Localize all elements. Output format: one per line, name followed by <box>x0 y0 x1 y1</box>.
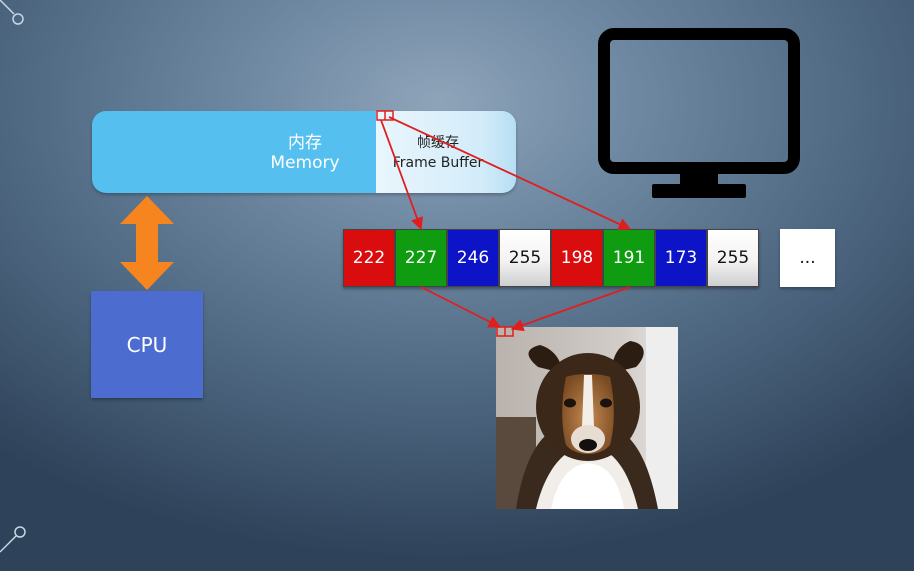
pixel-byte-green: 191 <box>603 229 655 287</box>
pixel-byte-red: 198 <box>551 229 603 287</box>
image-pixel-marker <box>496 326 514 337</box>
memory-block: 内存 Memory 帧缓存 Frame Buffer <box>92 111 516 193</box>
pixel-byte-alpha: 255 <box>707 229 759 287</box>
pixel-byte-blue: 173 <box>655 229 707 287</box>
dog-photo <box>496 327 678 509</box>
pixel-byte-blue: 246 <box>447 229 499 287</box>
frame-buffer-label-cn: 帧缓存 <box>417 135 459 151</box>
corner-ornament-top <box>0 0 24 25</box>
ellipsis-cell: ... <box>780 229 835 287</box>
pixel-byte-red: 222 <box>343 229 395 287</box>
monitor-icon <box>598 28 800 198</box>
memory-label-cn: 内存 <box>288 133 322 153</box>
arrow-second-pixel-to-image <box>510 286 631 332</box>
memory-label-en: Memory <box>270 153 340 173</box>
corner-ornament-bottom <box>0 526 26 553</box>
ellipsis-label: ... <box>799 248 816 268</box>
frame-buffer-block: 帧缓存 Frame Buffer <box>376 111 516 193</box>
frame-buffer-label-en: Frame Buffer <box>392 155 484 171</box>
memory-label: 内存 Memory <box>240 133 370 173</box>
arrow-first-pixel-to-image <box>420 286 502 328</box>
cpu-block: CPU <box>91 291 203 398</box>
memory-cpu-bus-arrow <box>120 196 174 290</box>
frame-buffer-marker <box>376 110 394 121</box>
pixel-byte-alpha: 255 <box>499 229 551 287</box>
cpu-label: CPU <box>126 332 168 357</box>
arrow-to-second-pixel <box>388 116 632 230</box>
arrow-to-first-pixel <box>380 119 424 231</box>
frame-buffer-label: 帧缓存 Frame Buffer <box>376 133 500 173</box>
